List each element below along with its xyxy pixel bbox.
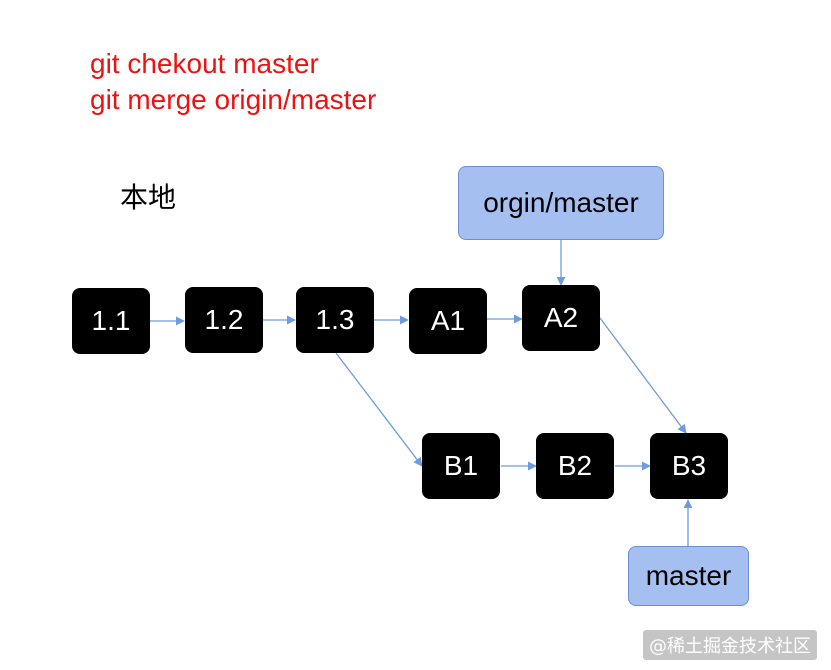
- commit-a1: A1: [409, 288, 487, 354]
- ref-master: master: [628, 546, 749, 606]
- ref-origin-master: orgin/master: [458, 166, 664, 240]
- commit-b3: B3: [650, 433, 728, 499]
- commit-1-3: 1.3: [296, 287, 374, 353]
- commit-b2: B2: [536, 433, 614, 499]
- edge-a2-b3: [599, 317, 687, 434]
- local-label: 本地: [120, 181, 177, 214]
- command-checkout: git chekout master: [90, 48, 319, 79]
- commit-a2: A2: [522, 285, 600, 351]
- commit-1-2: 1.2: [185, 287, 263, 353]
- command-merge: git merge origin/master: [90, 84, 377, 115]
- commit-1-1: 1.1: [72, 288, 150, 354]
- edge-13-b1: [335, 352, 423, 467]
- watermark: @稀土掘金技术社区: [643, 630, 817, 660]
- commit-b1: B1: [422, 433, 500, 499]
